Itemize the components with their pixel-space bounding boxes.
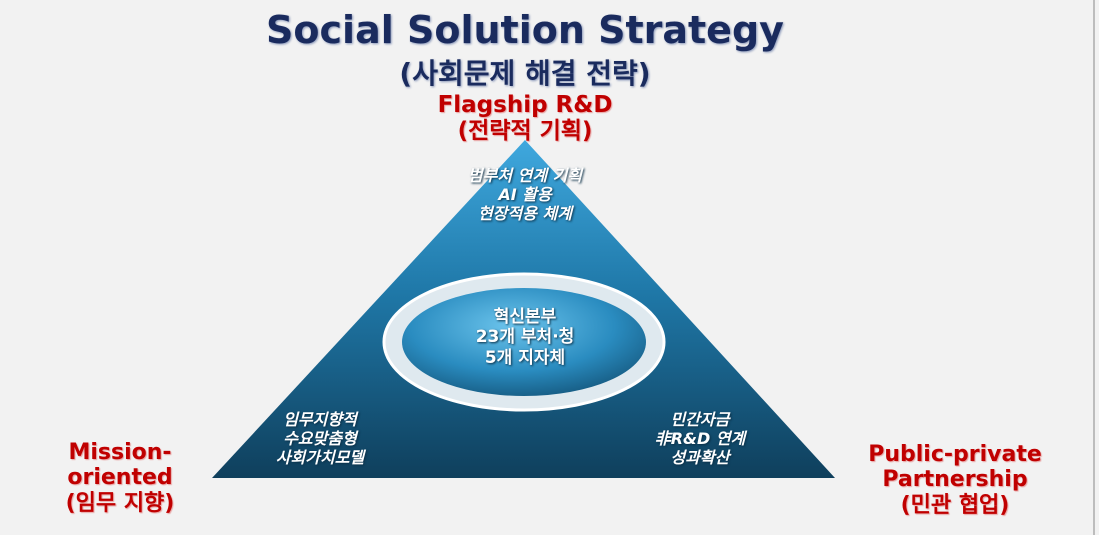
list-item: 사회가치모델 <box>275 448 365 468</box>
list-item: 수요맞춤형 <box>283 429 357 449</box>
right-items: 민간자금 非R&D 연계 성과확산 <box>620 410 780 468</box>
right-border <box>1093 0 1095 535</box>
list-item: 성과확산 <box>670 448 730 468</box>
left-items: 임무지향적 수요맞춤형 사회가치모델 <box>245 410 395 468</box>
ppp-label-1: Public-private <box>868 442 1042 467</box>
list-item: 임무지향적 <box>283 410 357 429</box>
title: Social Solution Strategy <box>266 8 784 52</box>
list-item: 범부처 연계 기획 <box>467 166 583 185</box>
list-item: AI 활용 <box>498 185 552 205</box>
apex-items: 범부처 연계 기획 AI 활용 현장적용 체계 <box>420 166 630 224</box>
list-item: 현장적용 체계 <box>478 204 572 224</box>
list-item: 非R&D 연계 <box>654 429 746 449</box>
list-item: 5개 지자체 <box>484 347 566 368</box>
ppp-sub: (민관 협업) <box>900 492 1010 518</box>
ppp-label-2: Partnership <box>882 467 1028 493</box>
flagship-sub: (전략적 기획) <box>457 118 593 145</box>
node-right-label: Public-private Partnership (민관 협업) <box>820 442 1090 518</box>
node-top-label: Flagship R&D (전략적 기획) <box>360 92 690 145</box>
mission-label-1: Mission- <box>68 440 172 465</box>
center-ellipse <box>402 288 646 396</box>
subtitle: (사회문제 해결 전략) <box>399 57 651 90</box>
mission-sub: (임무 지향) <box>65 490 175 516</box>
flagship-label: Flagship R&D <box>437 92 613 118</box>
mission-label-2: oriented <box>67 465 173 491</box>
list-item: 23개 부처·청 <box>475 327 575 348</box>
list-item: 혁신본부 <box>493 307 557 327</box>
center-items: 혁신본부 23개 부처·청 5개 지자체 <box>420 307 630 368</box>
node-left-label: Mission- oriented (임무 지향) <box>20 440 220 516</box>
list-item: 민간자금 <box>670 410 730 429</box>
